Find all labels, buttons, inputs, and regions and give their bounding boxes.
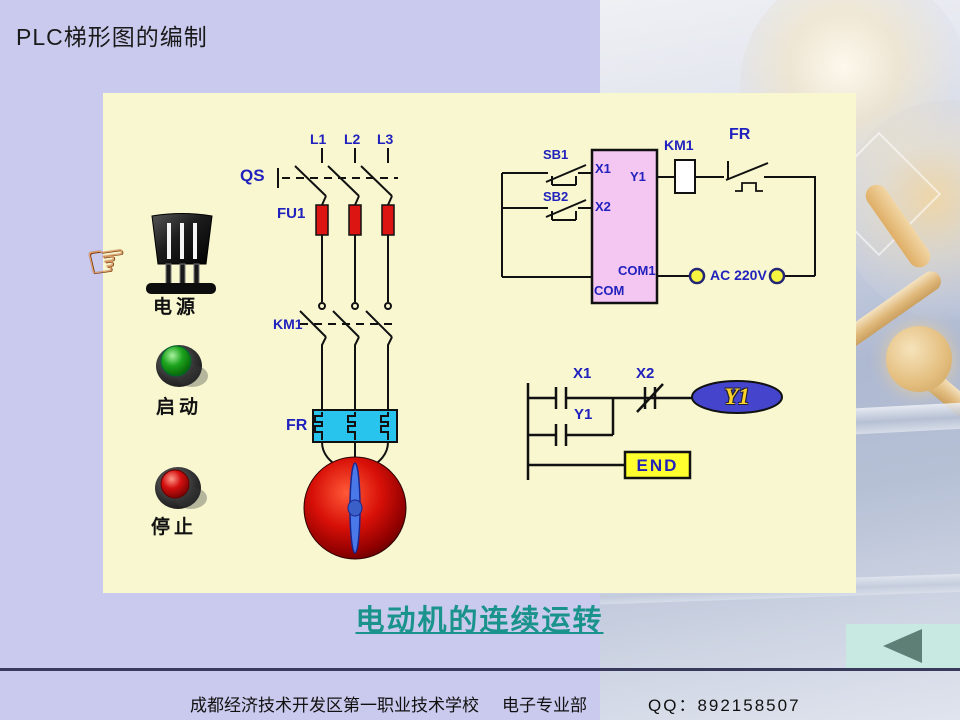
molecule-ball-icon [886,326,952,392]
caption-link[interactable]: 电动机的连续运转 [355,605,604,637]
ladder-x1-label: X1 [573,365,592,382]
start-label: 启动 [156,397,203,418]
stop-label: 停止 [151,517,198,538]
km1-coil-label: KM1 [664,137,694,153]
ladder-y1-coil-label: Y1 [724,384,750,409]
fu1-label: FU1 [277,205,306,222]
km1-main-label: KM1 [273,316,303,332]
pointing-hand-icon: ☞ [82,231,131,289]
plc-x1-label: X1 [595,161,611,176]
plc-com-label: COM [594,283,625,298]
l2-label: L2 [344,131,361,147]
ac220-label: AC 220V [710,267,767,283]
plc-y1-label: Y1 [630,169,646,184]
page-title: PLC梯形图的编制 [16,24,208,50]
footer-dept: 电子专业部 [502,696,587,715]
plc-com1-label: COM1 [618,263,656,278]
back-arrow-icon [883,629,922,663]
fr-main-label: FR [286,417,308,434]
sb2-label: SB2 [543,189,569,204]
ladder-y1-contact-label: Y1 [574,406,593,423]
plc-x2-label: X2 [595,199,611,214]
ladder-x2-label: X2 [636,365,655,382]
sb1-label: SB1 [543,147,569,162]
ladder-end-label: END [636,456,679,475]
l3-label: L3 [377,131,394,147]
footer-qq: QQ：892158507 [648,696,801,715]
back-button[interactable] [846,624,960,668]
footer-divider [0,668,960,671]
footer-school: 成都经济技术开发区第一职业技术学校 [190,696,479,715]
fr-contact-label: FR [729,126,751,143]
power-label: 电源 [153,297,200,318]
qs-label: QS [240,166,265,185]
l1-label: L1 [310,131,327,147]
diagram-panel [103,93,856,593]
